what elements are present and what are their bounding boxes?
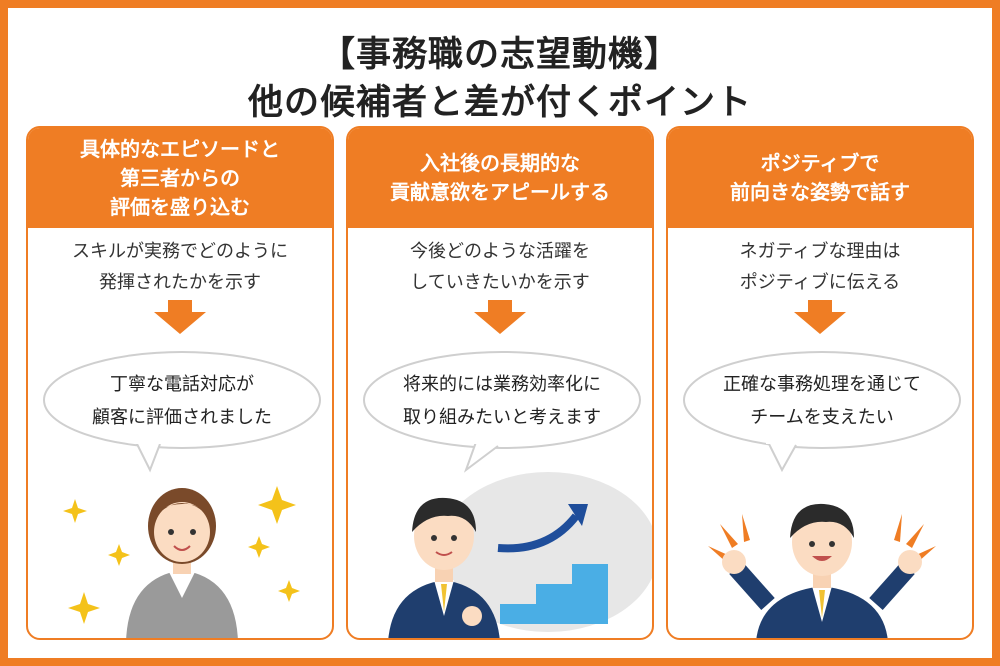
card-heading: 具体的なエピソードと 第三者からの 評価を盛り込む <box>80 136 280 219</box>
bubble-text: 正確な事務処理を通じて チームを支えたい <box>723 374 921 428</box>
card-long-term: 入社後の長期的な 貢献意欲をアピールする 今後どのような活躍を していきたいかを… <box>346 126 654 640</box>
down-arrow-icon <box>474 300 526 334</box>
card-positive: ポジティブで 前向きな姿勢で話す ネガティブな理由は ポジティブに伝える 正確な… <box>666 126 974 640</box>
card-heading: 入社後の長期的な 貢献意欲をアピールする <box>390 151 610 204</box>
card-heading: ポジティブで 前向きな姿勢で話す <box>730 151 910 204</box>
down-arrow-icon <box>154 300 206 334</box>
card-header: 入社後の長期的な 貢献意欲をアピールする <box>348 128 652 228</box>
card-description: 今後どのような活躍を していきたいかを示す <box>410 241 590 293</box>
man-with-stairs-illustration <box>388 472 652 638</box>
title-line-2: 他の候補者と差が付くポイント <box>247 83 752 123</box>
speech-bubble-shape <box>683 351 961 473</box>
card-description: ネガティブな理由は ポジティブに伝える <box>739 241 901 293</box>
speech-bubble-shape <box>43 351 321 473</box>
woman-office-worker-illustration <box>63 486 300 638</box>
speech-bubble: 丁寧な電話対応が 顧客に評価されました <box>28 338 332 478</box>
card-description: スキルが実務でどのように 発揮されたかを示す <box>72 241 288 293</box>
bubble-text: 将来的には業務効率化に 取り組みたいと考えます <box>403 374 601 428</box>
rising-arrow-icon <box>497 513 580 553</box>
speech-bubble: 正確な事務処理を通じて チームを支えたい <box>668 338 972 478</box>
title-line-1: 【事務職の志望動機】 <box>319 35 680 75</box>
man-cheering-illustration <box>708 503 936 638</box>
card-header: 具体的なエピソードと 第三者からの 評価を盛り込む <box>28 128 332 228</box>
stairs-icon <box>500 564 608 624</box>
speech-bubble: 将来的には業務効率化に 取り組みたいと考えます <box>348 338 652 478</box>
down-arrow-icon <box>794 300 846 334</box>
card-header: ポジティブで 前向きな姿勢で話す <box>668 128 972 228</box>
bubble-text: 丁寧な電話対応が 顧客に評価されました <box>92 374 272 428</box>
sparkle-icon <box>63 486 300 624</box>
speech-bubble-shape <box>363 351 641 473</box>
card-episode: 具体的なエピソードと 第三者からの 評価を盛り込む スキルが実務でどのように 発… <box>26 126 334 640</box>
